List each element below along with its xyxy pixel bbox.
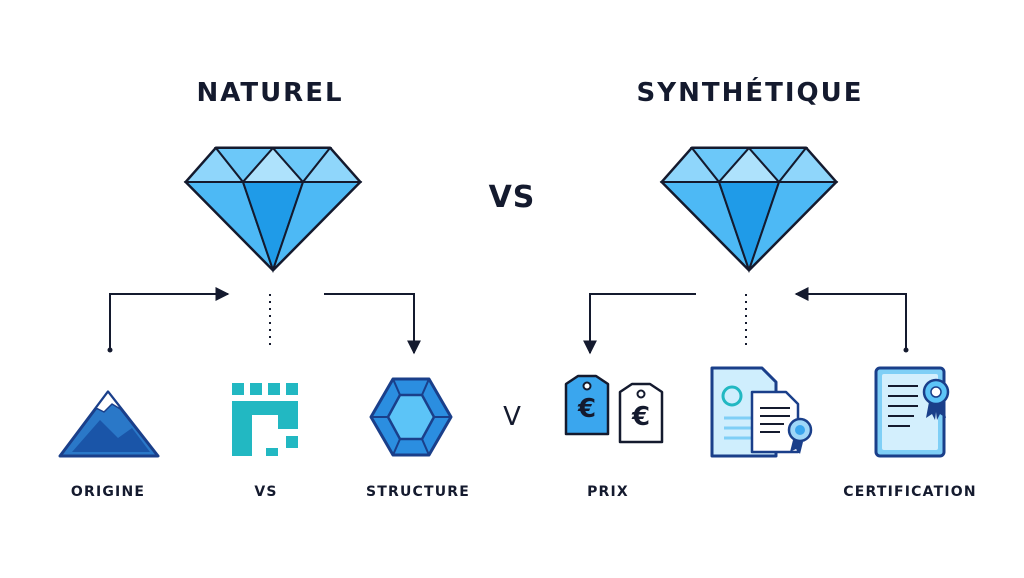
price-tag-white-icon — [618, 382, 664, 444]
price-tag-blue-icon — [564, 374, 610, 436]
center-vs: VS — [488, 180, 536, 215]
mountain-icon — [58, 390, 160, 458]
label-origine: ORIGINE — [70, 484, 146, 500]
right-connectors — [583, 287, 909, 355]
euro-symbol-white: € — [631, 402, 651, 432]
title-naturel: NATUREL — [196, 78, 344, 108]
label-structure: STRUCTURE — [365, 484, 471, 500]
middle-v: V — [503, 402, 521, 432]
diamond-right-icon — [659, 146, 839, 274]
arrow-certification — [794, 287, 907, 350]
arrow-prix — [583, 293, 696, 355]
title-synthetique: SYNTHÉTIQUE — [636, 78, 864, 108]
arrow-origine — [109, 287, 230, 350]
left-connectors — [107, 287, 421, 355]
diamond-left-icon — [183, 146, 363, 274]
label-prix: PRIX — [587, 484, 629, 500]
hexagon-gem-icon — [369, 377, 453, 457]
certificate-icon — [874, 366, 950, 458]
label-certification: CERTIFICATION — [843, 484, 977, 500]
label-vs: VS — [254, 484, 278, 500]
arrow-structure — [324, 293, 421, 355]
document-seal-icon — [710, 366, 813, 458]
euro-symbol-blue: € — [577, 394, 597, 424]
castle-icon — [232, 383, 298, 456]
